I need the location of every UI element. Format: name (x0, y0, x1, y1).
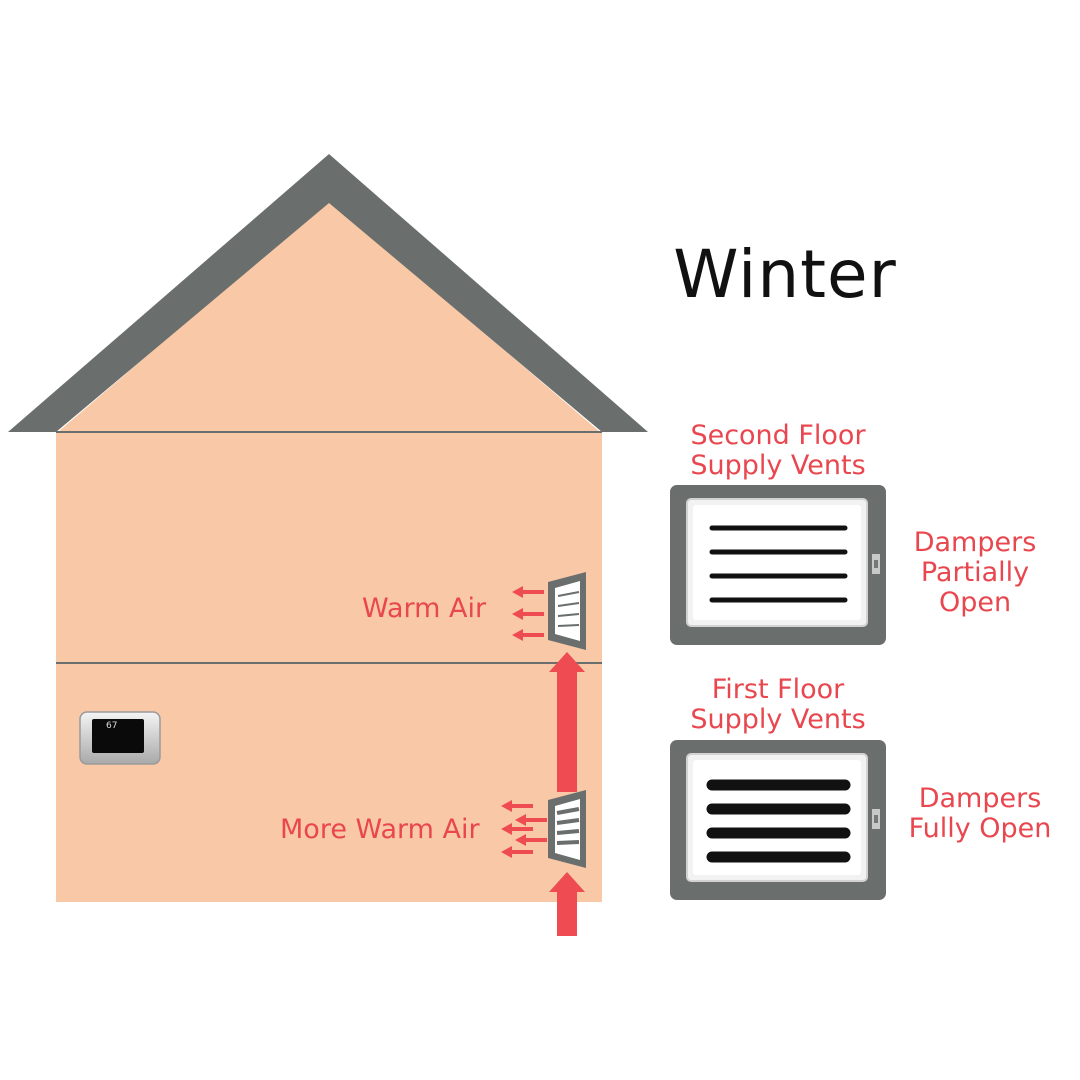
second-floor-label-line1: Second Floor (690, 420, 866, 451)
second-floor-label-line2: Supply Vents (690, 450, 866, 481)
more-warm-air-arrows (501, 800, 547, 858)
dampers-full-line2: Fully Open (908, 813, 1052, 844)
diagram-title: Winter (673, 236, 897, 313)
dampers-fully-open-label: Dampers Fully Open (895, 784, 1065, 844)
house-roof-fill (58, 200, 600, 432)
first-floor-vent-icon (548, 790, 586, 868)
dampers-partial-line2: Partially (920, 557, 1030, 588)
dampers-partial-line1: Dampers (913, 527, 1037, 558)
more-warm-air-label: More Warm Air (280, 814, 480, 845)
thermostat-reading: 67 (106, 721, 118, 731)
dampers-full-line1: Dampers (918, 783, 1042, 814)
second-floor-vents-label: Second Floor Supply Vents (660, 421, 896, 481)
first-floor-label-line2: Supply Vents (690, 704, 866, 735)
supply-duct-arrow (549, 652, 585, 936)
thermostat-icon (79, 711, 161, 765)
house-roof (8, 154, 648, 432)
first-floor-vent-panel (670, 740, 886, 900)
warm-air-arrows (512, 586, 544, 641)
first-floor-vents-label: First Floor Supply Vents (660, 675, 896, 735)
warm-air-label: Warm Air (362, 593, 487, 624)
second-floor-vent-panel (670, 485, 886, 645)
first-floor-label-line1: First Floor (711, 674, 845, 705)
second-floor-vent-icon (548, 572, 586, 650)
dampers-partial-line3: Open (938, 587, 1012, 618)
dampers-partially-open-label: Dampers Partially Open (895, 528, 1055, 618)
